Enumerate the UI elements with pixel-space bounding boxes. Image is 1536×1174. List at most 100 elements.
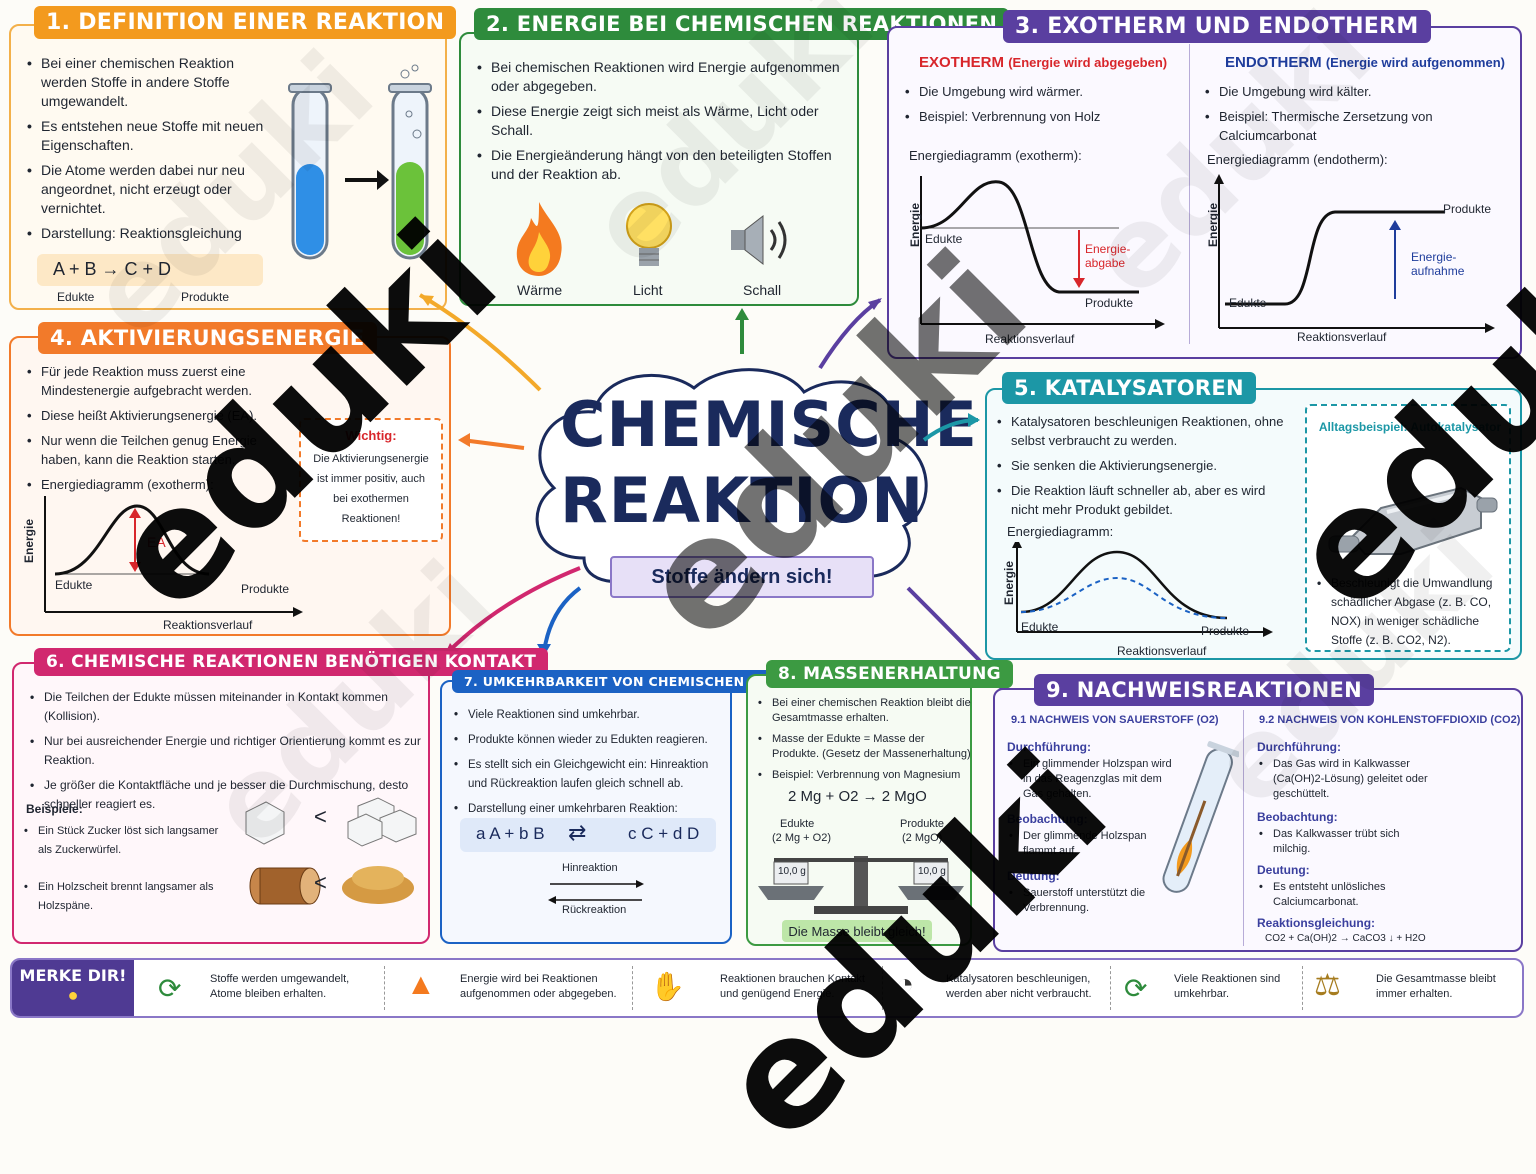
mass-footer: Die Masse bleibt gleich! <box>782 920 932 942</box>
definition-bullets: Bei einer chemischen Reaktion werden Sto… <box>25 54 265 249</box>
catalyst-diagram-title: Energiediagramm: <box>1007 524 1114 539</box>
section-contact: Die Teilchen der Edukte müssen miteinand… <box>12 662 430 944</box>
catalyst-edukte: Edukte <box>1021 620 1059 634</box>
weight-left: 10,0 g <box>778 866 806 877</box>
car-catalyst-text: Beschleunigt die Umwandlung schädlicher … <box>1315 574 1507 656</box>
icon-label-heat: Wärme <box>517 282 563 298</box>
bullet: Energiediagramm (exotherm): <box>25 475 285 494</box>
bullet: Viele Reaktionen sind umkehrbar. <box>452 706 728 725</box>
exo-bullets: Die Umgebung wird wärmer. Beispiel: Verb… <box>903 82 1173 132</box>
icon-label-sound: Schall <box>743 282 782 298</box>
catalyst-yaxis: Energie <box>1002 560 1017 606</box>
important-note: Wichtig: Die Aktivierungsenergie ist imm… <box>299 418 443 542</box>
heading: Beobachtung: <box>1007 812 1088 826</box>
mass-edukte: Edukte <box>780 818 815 830</box>
endo-arrow-label: Energie- aufnahme <box>1411 250 1465 278</box>
center-title-1: CHEMISCHE <box>560 388 978 461</box>
car-catalyst-icon <box>1328 486 1498 555</box>
section-catalysts: Katalysatoren beschleunigen Reaktionen, … <box>985 388 1522 660</box>
bullet: Je größer die Kontaktfläche und je besse… <box>28 776 424 814</box>
bullet: Die Reaktion läuft schneller ab, aber es… <box>995 481 1295 519</box>
icon-label-light: Licht <box>633 282 663 298</box>
eq-left: a A + b B <box>476 824 545 843</box>
less-than-1: < <box>314 804 327 829</box>
exo-produkte: Produkte <box>1085 296 1134 310</box>
cycle-icon: ⟳ <box>1124 973 1148 1004</box>
section-reversibility: Viele Reaktionen sind umkehrbar. Produkt… <box>440 680 732 944</box>
balance-scale-icon <box>758 856 964 914</box>
exo-arrow-label: Energie- abgabe <box>1085 242 1131 270</box>
heading: Durchführung: <box>1257 740 1341 754</box>
section-title-exo-endo: 3. EXOTHERM UND ENDOTHERM <box>1003 10 1431 43</box>
bullet: Bei chemischen Reaktionen wird Energie a… <box>475 58 847 96</box>
connector-arrows <box>418 293 1010 692</box>
section-detection: 9.1 NACHWEIS VON SAUERSTOFF (O2) Durchfü… <box>993 688 1523 952</box>
divider <box>1243 710 1244 946</box>
catalyst-xaxis: Reaktionsverlauf <box>1117 644 1207 658</box>
bullet: Darstellung: Reaktionsgleichung <box>25 224 265 243</box>
reversibility-bullets: Viele Reaktionen sind umkehrbar. Produkt… <box>452 706 728 825</box>
equilibrium-box: a A + b B ⇄ c C + d D <box>460 818 716 852</box>
merke-item: Katalysatoren beschleunigen, werden aber… <box>946 973 1092 1000</box>
text: Der glimmende Holzspan flammt auf. <box>1007 829 1177 859</box>
divider <box>882 966 883 1010</box>
bullet: Die Energieänderung hängt von den beteil… <box>475 146 847 184</box>
merke-item: Die Gesamtmasse bleibt immer erhalten. <box>1376 973 1496 1000</box>
bullet: Bei einer chemischen Reaktion werden Sto… <box>25 54 265 111</box>
exo-edukte: Edukte <box>925 232 963 246</box>
balance-icon: ⚖ <box>1314 969 1341 1002</box>
section-title-detection: 9. NACHWEISREAKTIONEN <box>1034 674 1374 706</box>
center-subtitle: Stoffe ändern sich! <box>651 566 833 588</box>
bullet: Masse der Edukte = Masse der Produkte. (… <box>756 732 972 762</box>
mass-produkte: Produkte <box>900 818 945 830</box>
contact-bullets: Die Teilchen der Edukte müssen miteinand… <box>28 688 424 820</box>
endo-bullets: Die Umgebung wird kälter. Beispiel: Ther… <box>1203 82 1503 151</box>
bullet: Diese heißt Aktivierungsenergie (EA). <box>25 406 285 425</box>
catalyst-bullets: Katalysatoren beschleunigen Reaktionen, … <box>995 412 1295 525</box>
divider <box>1189 44 1190 344</box>
divider <box>1302 966 1303 1010</box>
endo-diagram-title: Energiediagramm (endotherm): <box>1207 152 1388 167</box>
endo-note: (Energie wird aufgenommen) <box>1325 55 1505 70</box>
text: Das Kalkwasser trübt sich milchig. <box>1257 827 1437 857</box>
merke-item: Energie wird bei Reaktionen aufgenommen … <box>460 973 617 1000</box>
light-bulb-icon <box>626 203 672 266</box>
co2-equation: CO2 + Ca(OH)2 → CaCO3 ↓ + H2O <box>1265 933 1426 944</box>
divider <box>1110 966 1111 1010</box>
contact-examples: Ein Stück Zucker löst sich langsamer als… <box>22 822 222 922</box>
bullet: Für jede Reaktion muss zuerst eine Minde… <box>25 362 285 400</box>
endo-heading: ENDOTHERM (Energie wird aufgenommen) <box>1225 54 1505 71</box>
bullet: Beschleunigt die Umwandlung schädlicher … <box>1315 574 1507 650</box>
bullet: Die Umgebung wird wärmer. <box>903 82 1173 101</box>
reaction-equation: A + B → C + D <box>53 259 172 279</box>
catalyst-produkte: Produkte <box>1201 624 1250 638</box>
heading: Beobachtung: <box>1257 810 1338 824</box>
backward-label: Rückreaktion <box>562 904 627 916</box>
merke-bar: MERKE DIR! ● ⟳ Stoffe werden umgewandelt… <box>10 958 1524 1018</box>
bullet: Beispiel: Thermische Zersetzung von Calc… <box>1203 107 1503 145</box>
center-title-2: REAKTION <box>560 464 925 537</box>
flame-icon: ▲ <box>406 968 436 1001</box>
divider <box>632 966 633 1010</box>
light-bulb-icon: ● <box>67 985 79 1005</box>
weight-right: 10,0 g <box>918 866 946 877</box>
section-exo-endo: EXOTHERM (Energie wird abgegeben) Die Um… <box>887 26 1522 359</box>
merke-item: Reaktionen brauchen Kontakt und genügend… <box>720 973 865 1000</box>
equation-box: A + B → C + D <box>37 254 263 286</box>
section-title-catalysts: 5. KATALYSATOREN <box>1002 372 1256 404</box>
endo-head: ENDOTHERM <box>1225 54 1322 71</box>
section-definition: Bei einer chemischen Reaktion werden Sto… <box>9 24 447 310</box>
stopwatch-icon: ◔ <box>896 968 915 1001</box>
cycle-icon: ⟳ <box>158 973 182 1004</box>
ea-label: EA <box>147 534 166 550</box>
oxygen-test: Durchführung: Ein glimmender Holzspan wi… <box>1007 734 1177 922</box>
bullet: Bei einer chemischen Reaktion bleibt die… <box>756 696 972 726</box>
text: Sauerstoff unterstützt die Verbrennung. <box>1007 886 1177 916</box>
endo-diagram <box>1214 174 1495 333</box>
exo-diagram-title: Energiediagramm (exotherm): <box>909 148 1082 163</box>
catalyst-diagram <box>1012 542 1273 637</box>
edukte-label: Edukte <box>57 290 95 304</box>
bullet: Die Umgebung wird kälter. <box>1203 82 1503 101</box>
mass-produkte-formula: (2 MgO) <box>902 832 943 844</box>
section-title-activation: 4. AKTIVIERUNGSENERGIE <box>38 322 377 354</box>
